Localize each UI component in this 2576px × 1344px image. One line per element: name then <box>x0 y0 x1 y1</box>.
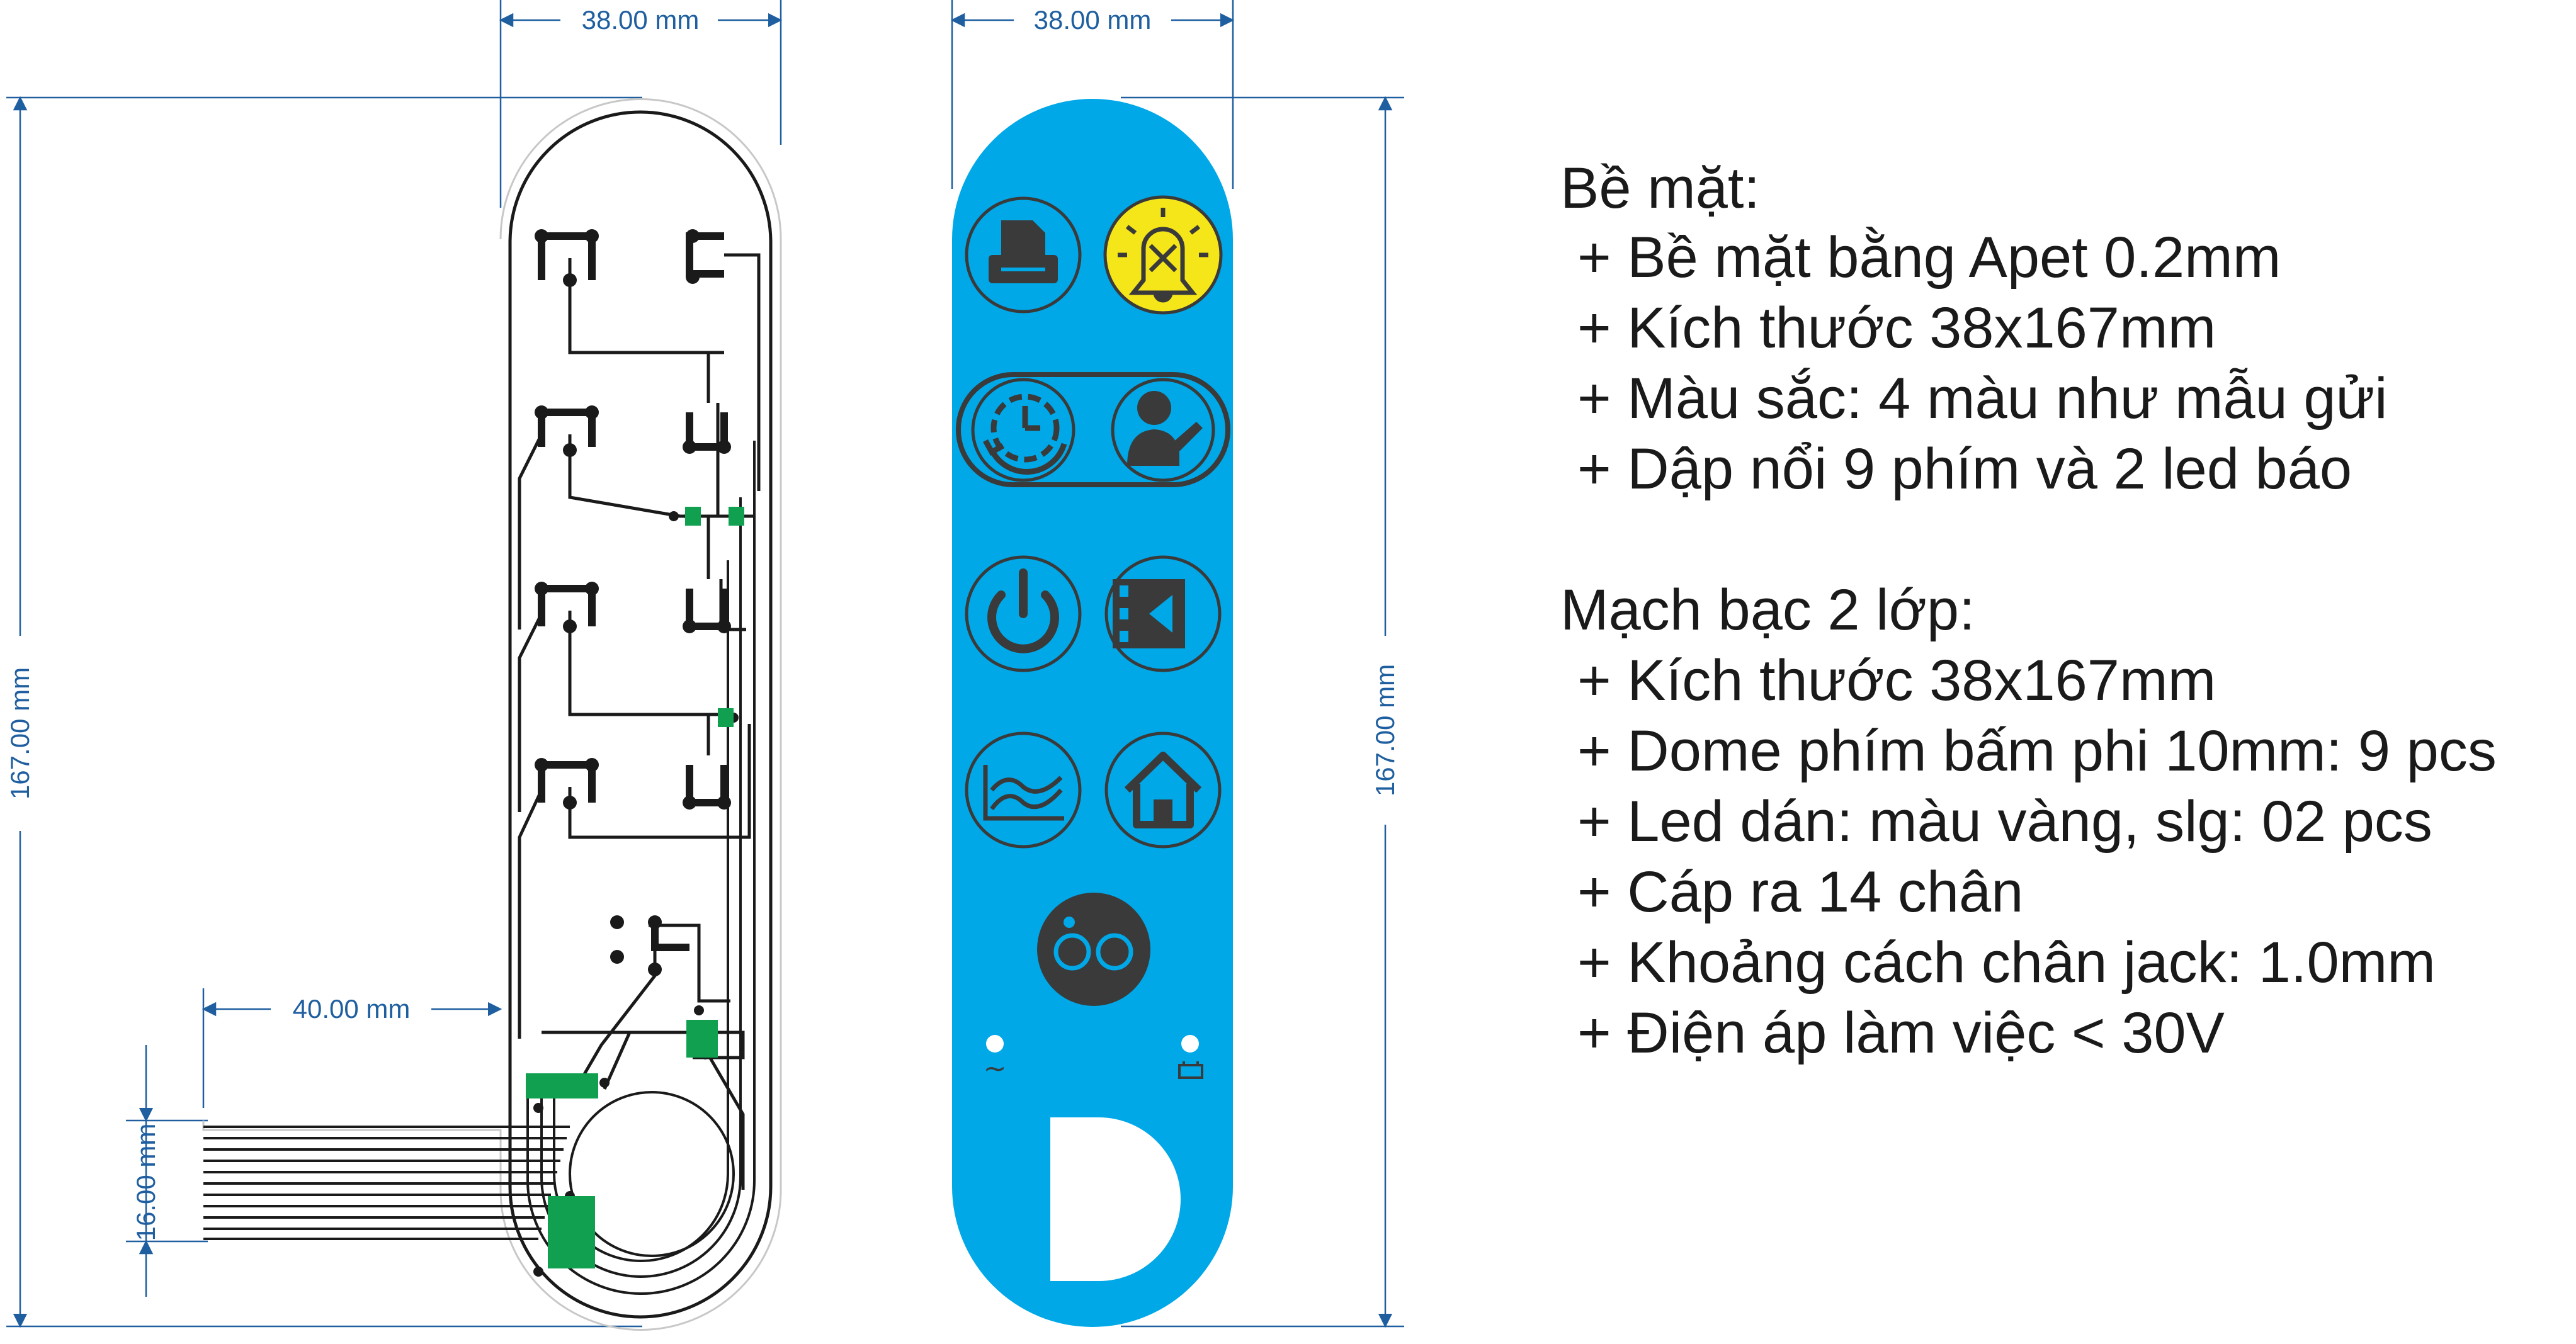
circuit-title: Mạch bạc 2 lớp: <box>1560 578 1975 642</box>
specifications: Bề mặt: + Bề mặt bằng Apet 0.2mm + Kích … <box>1560 156 2497 1065</box>
battery-icon <box>1178 1061 1203 1079</box>
pcb-outline-outer <box>202 98 782 1331</box>
tail-width-label: 16.00 mm <box>131 1124 161 1241</box>
person-icon <box>1127 391 1203 466</box>
video-button[interactable] <box>1104 555 1222 672</box>
alarm-bell-icon <box>1118 208 1208 303</box>
pcb-cutout <box>569 1091 735 1257</box>
tail-length-label: 40.00 mm <box>293 994 411 1024</box>
surface-title: Bề mặt: <box>1560 156 1760 220</box>
surface-item: + Màu sắc: 4 màu như mẫu gửi <box>1577 366 2388 431</box>
video-icon <box>1113 579 1185 648</box>
home-icon <box>1124 752 1202 828</box>
clock-cycle-icon <box>983 393 1067 475</box>
printer-icon <box>989 220 1058 283</box>
circuit-item: + Cáp ra 14 chân <box>1577 860 2023 924</box>
power-button[interactable] <box>965 555 1082 672</box>
circuit-item: + Kích thước 38x167mm <box>1577 648 2216 713</box>
pcb-width-label: 38.00 mm <box>582 5 700 35</box>
ac-led-indicator: ~ <box>984 1035 1007 1085</box>
circles-icon <box>1053 917 1133 971</box>
pcb-tail-traces <box>203 1126 570 1240</box>
circuit-item: + Led dán: màu vàng, slg: 02 pcs <box>1577 789 2432 854</box>
pcb-outline <box>508 110 773 1319</box>
circuit-item: + Dome phím bấm phi 10mm: 9 pcs <box>1577 719 2497 783</box>
trend-button[interactable] <box>965 731 1082 849</box>
power-icon <box>987 568 1059 653</box>
overlay-height-label: 167.00 mm <box>1370 664 1400 796</box>
alarm-button[interactable] <box>1103 195 1223 315</box>
pcb-vias <box>533 229 739 1277</box>
pcb-circuit <box>202 98 782 1331</box>
trend-chart-icon <box>983 765 1064 821</box>
dimension-lines <box>6 0 1404 1328</box>
person-button[interactable] <box>1111 378 1215 482</box>
button-pair-frame <box>956 372 1230 487</box>
surface-item: + Bề mặt bằng Apet 0.2mm <box>1577 225 2281 290</box>
overlay-width-label: 38.00 mm <box>1034 5 1152 35</box>
circles-button[interactable] <box>1037 893 1150 1006</box>
circuit-item: + Khoảng cách chân jack: 1.0mm <box>1577 930 2436 995</box>
surface-item: + Kích thước 38x167mm <box>1577 296 2216 360</box>
surface-item: + Dập nổi 9 phím và 2 led báo <box>1577 437 2352 501</box>
pcb-height-label: 167.00 mm <box>5 667 35 799</box>
circuit-item: + Điện áp làm việc < 30V <box>1577 1001 2225 1065</box>
clock-cycle-button[interactable] <box>971 378 1075 482</box>
home-button[interactable] <box>1104 731 1222 849</box>
overlay-window <box>1050 1117 1181 1281</box>
pcb-green-pads <box>526 507 744 1268</box>
front-overlay: ~ <box>952 99 1233 1327</box>
printer-button[interactable] <box>965 196 1082 313</box>
ac-symbol-icon: ~ <box>984 1053 1007 1085</box>
battery-led-indicator <box>1178 1035 1203 1079</box>
pcb-switch-pads <box>538 232 728 951</box>
